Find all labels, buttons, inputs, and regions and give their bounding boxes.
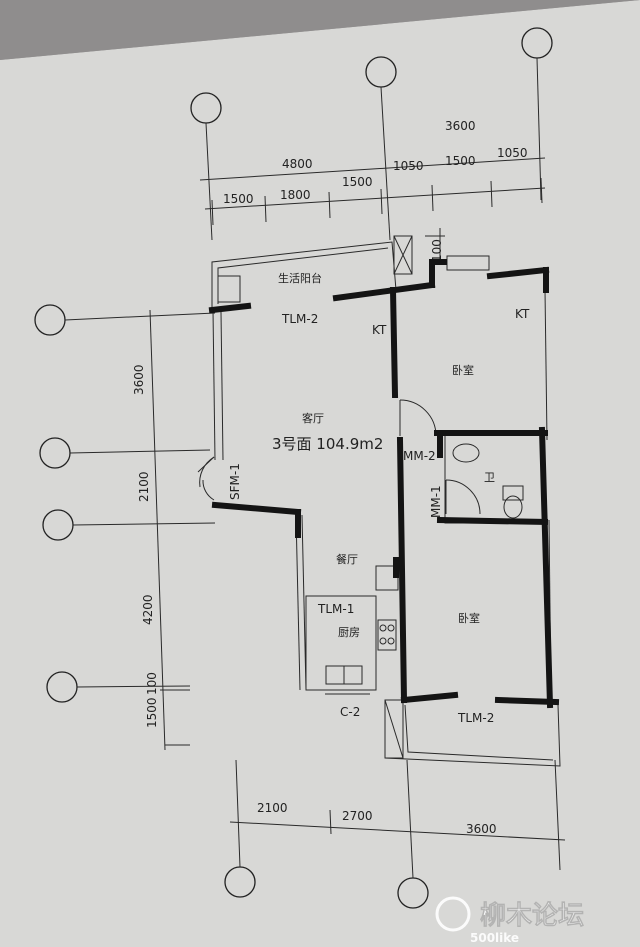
room-label-bathroom: 卫	[484, 471, 495, 484]
dim-top-outer-2: 3600	[445, 119, 476, 133]
tag-tlm1: TLM-1	[317, 602, 354, 616]
dim-top-inner-5: 1500	[445, 154, 476, 168]
dim-left-4: 1500	[145, 697, 159, 728]
tag-kt-left: KT	[372, 323, 387, 337]
dim-left-2: 2100	[137, 471, 151, 502]
paper-shadow	[0, 0, 640, 60]
dim-left-1: 3600	[132, 364, 146, 395]
room-labels: 生活阳台 客厅 3号面 104.9m2 餐厅 厨房 卧室 卧室 卫	[272, 271, 495, 639]
dim-left-5: 100	[145, 672, 159, 695]
door-tags: TLM-2 TLM-2 TLM-1 MM-2 MM-1 SFM-1 C-2 KT…	[228, 307, 530, 725]
door-swings	[197, 399, 481, 515]
dim-top-inner-2: 1800	[280, 188, 311, 202]
washbasin	[452, 443, 480, 463]
dim-bottom-1: 2100	[257, 801, 288, 815]
unit-area-label: 3号面 104.9m2	[272, 435, 383, 453]
dim-top-outer-1: 4800	[282, 157, 313, 171]
room-label-kitchen: 厨房	[338, 626, 360, 639]
room-label-bedroom-top: 卧室	[452, 363, 474, 377]
watermark-url: 500like	[470, 931, 519, 945]
tag-mm2: MM-2	[403, 449, 436, 463]
dimension-lines	[64, 57, 566, 879]
washer-box	[217, 275, 241, 303]
tag-kt-right: KT	[515, 307, 530, 321]
tag-tlm2-bottom: TLM-2	[457, 711, 494, 725]
room-label-bedroom-bottom: 卧室	[458, 611, 480, 625]
walls	[208, 259, 560, 709]
watermark: 柳木论坛 500like	[435, 896, 584, 945]
dim-bottom-2: 2700	[342, 809, 373, 823]
dim-top-inner-4: 1050	[393, 159, 424, 173]
room-label-dining: 餐厅	[336, 552, 358, 566]
toilet	[503, 495, 523, 519]
dim-bottom-3: 3600	[466, 822, 497, 836]
dim-top-inner-6: 1050	[497, 146, 528, 160]
tag-tlm2-top: TLM-2	[281, 312, 318, 326]
stove	[377, 619, 397, 651]
room-label-living: 客厅	[302, 411, 324, 425]
dim-left-3: 4200	[141, 594, 155, 625]
dim-top-inner-1: 1500	[223, 192, 254, 206]
dimension-text: 4800 3600 1500 1800 1500 1050 1500 1050 …	[132, 119, 528, 836]
watermark-logo-icon	[435, 896, 471, 932]
tag-c2: C-2	[340, 705, 360, 719]
dim-top-inner-3: 1500	[342, 175, 373, 189]
tag-mm1: MM-1	[429, 485, 443, 518]
dim-small: 100	[430, 239, 444, 262]
tag-sfm1: SFM-1	[228, 463, 242, 500]
room-label-balcony: 生活阳台	[278, 271, 322, 285]
watermark-logo-text: 柳木论坛	[480, 901, 584, 931]
